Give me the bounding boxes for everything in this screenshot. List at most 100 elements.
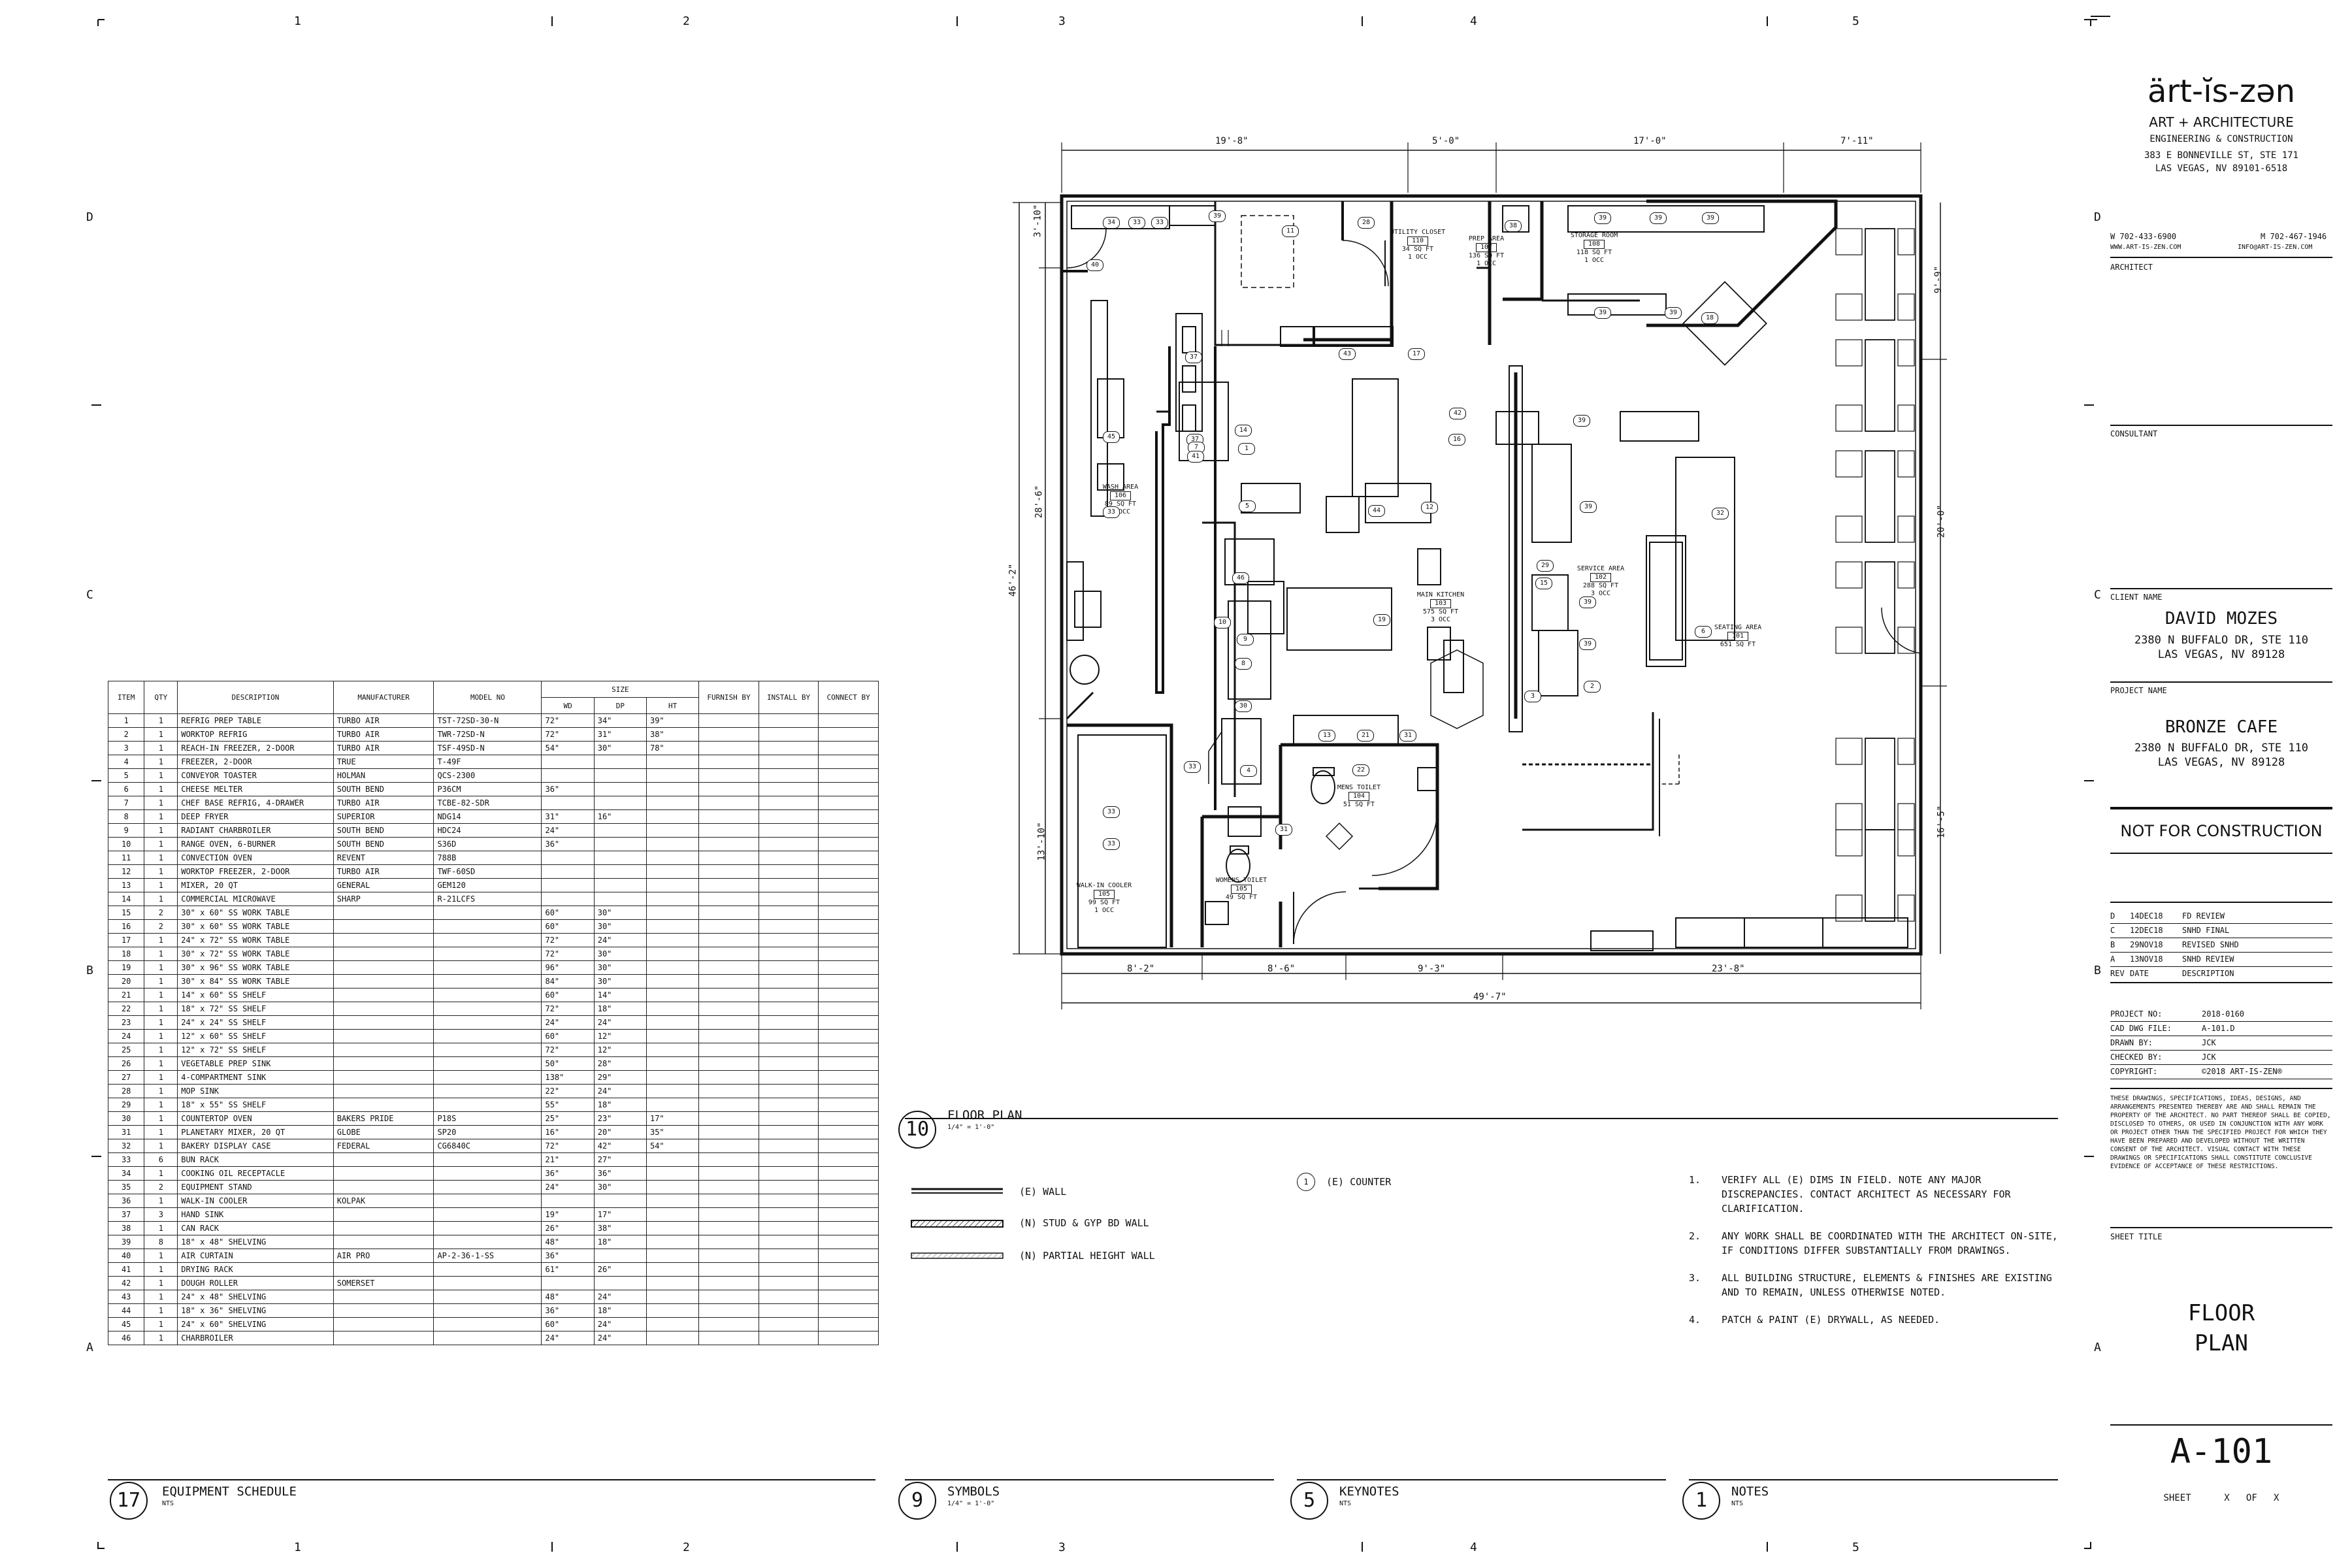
equipment-tag: 40	[1086, 259, 1103, 271]
table-cell: 33	[107, 1152, 145, 1167]
note-number: 2.	[1689, 1230, 1701, 1242]
table-cell: MOP SINK	[177, 1084, 334, 1098]
table-cell: 18"	[593, 1098, 647, 1112]
firm-website[interactable]: WWW.ART-IS-ZEN.COM	[2110, 244, 2181, 251]
note-number: 4.	[1689, 1314, 1701, 1326]
equipment-tag: 39	[1580, 501, 1597, 513]
table-cell: 14"	[593, 988, 647, 1002]
equipment-tag: 33	[1151, 217, 1168, 229]
room-area: 136 SQ FT	[1468, 252, 1505, 259]
table-cell: 36"	[541, 1249, 595, 1263]
firm-phone-m: M 702-467-1946	[2261, 232, 2327, 241]
equipment-tag: 4	[1240, 765, 1257, 777]
equipment-tag: 6	[1695, 626, 1712, 638]
table-cell: 20	[107, 974, 145, 988]
table-cell: WORKTOP FREEZER, 2-DOOR	[177, 864, 334, 879]
equipment-tag: 39	[1594, 307, 1611, 319]
table-cell: 138"	[541, 1070, 595, 1085]
table-cell	[645, 1331, 700, 1345]
equipment-tag: 18	[1701, 312, 1718, 324]
room-num: 106	[1109, 491, 1132, 500]
legend-existing-wall: (E) WALL	[1019, 1186, 1067, 1198]
grid-label-bot-3: 3	[1058, 1541, 1066, 1554]
equipment-tag: 31	[1399, 730, 1416, 742]
grid-label-right-A: A	[2094, 1341, 2101, 1354]
equipment-tag: 16	[1448, 434, 1465, 446]
room-name: WASH AREA	[1102, 483, 1139, 491]
table-cell: TST-72SD-30-N	[433, 713, 542, 728]
consultant-label: CONSULTANT	[2110, 429, 2158, 438]
table-cell: 26	[107, 1056, 145, 1071]
equipment-tag: 9	[1237, 634, 1254, 645]
table-cell: BAKERS PRIDE	[333, 1111, 434, 1126]
project-info-value: ©2018 ART-IS-ZEN®	[2202, 1067, 2282, 1076]
col-desc: DESCRIPTION	[177, 681, 334, 714]
project-address-2: LAS VEGAS, NV 89128	[2157, 756, 2285, 769]
project-info-label: CAD DWG FILE:	[2110, 1024, 2172, 1033]
note-text: ANY WORK SHALL BE COORDINATED WITH THE A…	[1722, 1230, 2058, 1256]
detail-bubble-1: 1	[1682, 1482, 1720, 1520]
firm-email[interactable]: INFO@ART-IS-ZEN.COM	[2238, 244, 2313, 251]
room-name: SERVICE AREA	[1576, 565, 1625, 572]
table-cell: P18S	[433, 1111, 542, 1126]
room-area: 99 SQ FT	[1088, 899, 1120, 906]
table-cell: 18"	[593, 1235, 647, 1249]
sheet-number: A-101	[2170, 1432, 2273, 1471]
room-num: 110	[1407, 237, 1429, 246]
table-cell: 30" x 60" SS WORK TABLE	[177, 919, 334, 934]
dim-bot-overall: 49'-7"	[1473, 992, 1507, 1002]
general-notes: 1.VERIFY ALL (E) DIMS IN FIELD. NOTE ANY…	[1689, 1173, 2068, 1340]
room-area: 34 SQ FT	[1401, 246, 1434, 253]
dim-top-3: 17'-0"	[1633, 136, 1667, 146]
equipment-tag: 45	[1103, 431, 1120, 443]
table-cell: CHARBROILER	[177, 1331, 334, 1345]
client-address-1: 2380 N BUFFALO DR, STE 110	[2134, 634, 2309, 647]
equipment-tag: 46	[1232, 572, 1249, 584]
equipment-schedule-table: ITEM QTY DESCRIPTION MANUFACTURER MODEL …	[107, 681, 879, 1345]
title-bars	[108, 1118, 2058, 1480]
table-cell: 36"	[541, 1166, 595, 1181]
sheet-title-line-2: PLAN	[2195, 1330, 2248, 1356]
revision-header-desc: DESCRIPTION	[2182, 969, 2234, 978]
equipment-tag: 39	[1573, 415, 1590, 427]
project-info-value: JCK	[2202, 1053, 2216, 1062]
equipment-tag: 33	[1103, 506, 1120, 518]
revision-date: 29NOV18	[2130, 940, 2163, 949]
table-cell: REFRIG PREP TABLE	[177, 713, 334, 728]
col-qty: QTY	[144, 681, 178, 714]
table-cell: SOMERSET	[333, 1276, 434, 1290]
client-name: DAVID MOZES	[2164, 609, 2278, 629]
room-num: 105	[1093, 890, 1115, 899]
equipment-tag: 28	[1358, 217, 1375, 229]
revision-desc: FD REVIEW	[2182, 911, 2225, 921]
table-cell: 16"	[541, 1125, 595, 1139]
grid-label-bot-1: 1	[294, 1541, 301, 1554]
firm-tagline: ART + ARCHITECTURE	[2149, 114, 2294, 130]
equipment-tag: 30	[1235, 700, 1252, 712]
table-cell: 12"	[593, 1043, 647, 1057]
dim-top-1: 19'-8"	[1215, 136, 1249, 146]
table-cell: 25	[107, 1043, 145, 1057]
table-cell: COOKING OIL RECEPTACLE	[177, 1166, 334, 1181]
keynotes-title-scale: NTS	[1339, 1500, 1352, 1507]
equipment-tag: 15	[1535, 578, 1552, 589]
revision-rev: D	[2110, 911, 2115, 921]
dim-bot-3: 9'-3"	[1418, 964, 1446, 974]
